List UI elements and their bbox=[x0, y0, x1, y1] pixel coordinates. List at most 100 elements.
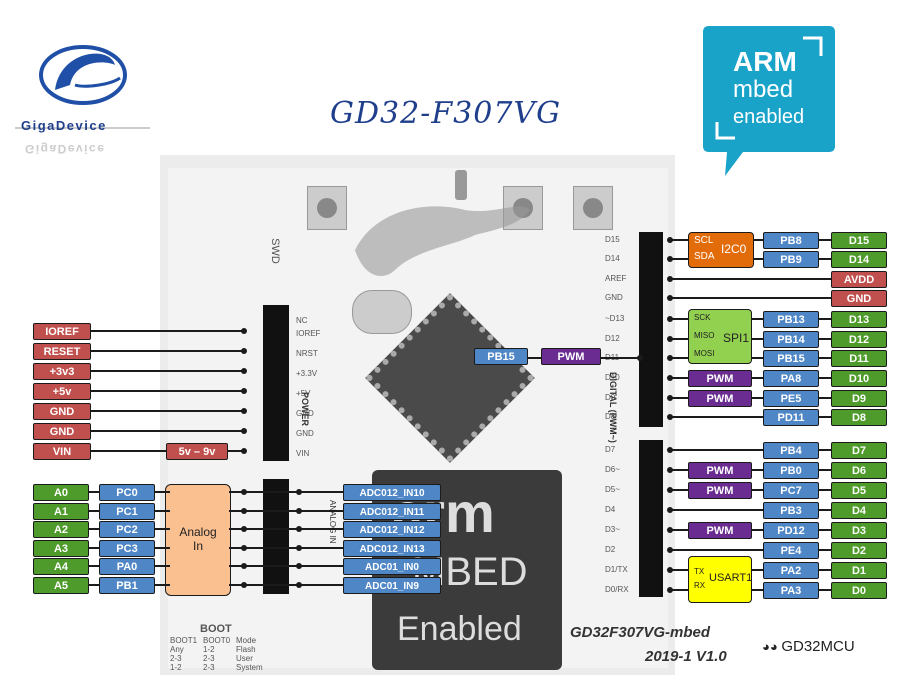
digital-port-pb4: PB4 bbox=[763, 442, 819, 459]
swd-label: SWD bbox=[268, 238, 281, 264]
reset-button[interactable] bbox=[307, 186, 347, 230]
analog-port-pc3: PC3 bbox=[99, 540, 155, 557]
analog-pin-a2: A2 bbox=[33, 521, 89, 538]
board-version: 2019-1 V1.0 bbox=[645, 648, 727, 665]
digital-port-pa3: PA3 bbox=[763, 582, 819, 599]
digital-connector bbox=[670, 549, 835, 551]
analog-connector-right bbox=[229, 510, 349, 512]
digital-silk-label: D5~ bbox=[605, 485, 620, 494]
digital-connector bbox=[670, 397, 835, 399]
power-silk-label: +3.3V bbox=[296, 369, 318, 378]
analog-dot bbox=[296, 508, 302, 514]
gigadevice-logo-icon bbox=[15, 30, 150, 140]
digital-port-pd11: PD11 bbox=[763, 409, 819, 426]
digital-pin-d1: D1 bbox=[831, 562, 887, 579]
digital-connector bbox=[670, 416, 835, 418]
digital-pin-d0: D0 bbox=[831, 582, 887, 599]
digital-pin-d6: D6 bbox=[831, 462, 887, 479]
digital-connector bbox=[670, 569, 835, 571]
power-pin-gnd: GND bbox=[33, 423, 91, 440]
boot-table-h2: BOOT0 bbox=[203, 636, 231, 645]
pb15-pwm-label: PWM bbox=[541, 348, 601, 365]
power-dot bbox=[241, 328, 247, 334]
spi-sck-label: SCK bbox=[694, 313, 711, 322]
power-pin-gnd: GND bbox=[33, 403, 91, 420]
boot-table-h3: Mode bbox=[236, 636, 257, 645]
analog-pin-a4: A4 bbox=[33, 558, 89, 575]
analog-pin-a3: A3 bbox=[33, 540, 89, 557]
analog-header bbox=[263, 479, 289, 594]
boot-cell: System bbox=[236, 663, 263, 672]
pwm-label: PWM bbox=[688, 390, 752, 407]
i2c-name: I2C0 bbox=[721, 242, 747, 256]
watermark-text: GD32MCU bbox=[781, 638, 855, 655]
analog-label: ANALOG IN bbox=[328, 500, 337, 544]
digital-connector bbox=[670, 469, 835, 471]
analog-adc-label: ADC01_IN0 bbox=[343, 558, 441, 575]
digital-connector bbox=[670, 318, 835, 320]
vin-range-label: 5v – 9v bbox=[166, 443, 228, 460]
brand-name: GigaDevice bbox=[21, 118, 107, 133]
analog-in-label-1: Analog bbox=[179, 525, 217, 539]
analog-port-pb1: PB1 bbox=[99, 577, 155, 594]
k2-button[interactable] bbox=[573, 186, 613, 230]
boot-cell: 1-2 bbox=[170, 663, 182, 672]
arm-badge-line3: enabled bbox=[733, 106, 805, 128]
analog-adc-label: ADC012_IN12 bbox=[343, 521, 441, 538]
usart-tx-label: TX bbox=[694, 567, 705, 576]
digital-pin-d7: D7 bbox=[831, 442, 887, 459]
power-connector bbox=[90, 390, 245, 392]
power-connector bbox=[90, 370, 245, 372]
power-silk-label: +5V bbox=[296, 389, 311, 398]
digital-label: DIGITAL (PWM~) bbox=[608, 372, 618, 443]
arm-badge-shape bbox=[703, 26, 835, 176]
analog-pin-a5: A5 bbox=[33, 577, 89, 594]
pwm-label: PWM bbox=[688, 522, 752, 539]
analog-pin-a0: A0 bbox=[33, 484, 89, 501]
boot-table-row: 2-3 2-3 User bbox=[170, 654, 280, 663]
arm-badge-line2: mbed bbox=[733, 76, 794, 103]
digital-port-pc7: PC7 bbox=[763, 482, 819, 499]
power-dot bbox=[241, 448, 247, 454]
digital-pin-d10: D10 bbox=[831, 370, 887, 387]
digital-silk-label: D7 bbox=[605, 445, 616, 454]
digital-high-header bbox=[639, 232, 663, 427]
digital-port-pd12: PD12 bbox=[763, 522, 819, 539]
boot-table: BOOT1 BOOT0 Mode Any 1-2 Flash 2-3 2-3 U… bbox=[170, 636, 280, 672]
analog-connector-right bbox=[229, 565, 349, 567]
i2c-scl-label: SCL bbox=[694, 235, 714, 246]
arm-mbed-badge: ARM mbed enabled bbox=[703, 26, 835, 178]
led-component bbox=[455, 170, 467, 200]
digital-connector bbox=[670, 278, 835, 280]
power-dot bbox=[241, 388, 247, 394]
digital-pin-d8: D8 bbox=[831, 409, 887, 426]
digital-port-pe4: PE4 bbox=[763, 542, 819, 559]
brand-reflection: GigaDevice bbox=[25, 142, 106, 156]
power-dot bbox=[241, 368, 247, 374]
pwm-label: PWM bbox=[688, 370, 752, 387]
analog-adc-label: ADC012_IN13 bbox=[343, 540, 441, 557]
analog-dot bbox=[296, 582, 302, 588]
reset-button-cap bbox=[317, 198, 337, 218]
digital-connector bbox=[670, 377, 835, 379]
analog-port-pc2: PC2 bbox=[99, 521, 155, 538]
power-pin-3v3: +3v3 bbox=[33, 363, 91, 380]
power-silk-label: GND bbox=[296, 429, 314, 438]
panther-silhouette-icon bbox=[355, 206, 530, 276]
power-pin-5v: +5v bbox=[33, 383, 91, 400]
i2c0-group: SCL SDA I2C0 bbox=[688, 232, 754, 268]
boot-table-row: 1-2 2-3 System bbox=[170, 663, 280, 672]
analog-dot bbox=[296, 563, 302, 569]
power-pin-ioref: IOREF bbox=[33, 323, 91, 340]
digital-connector bbox=[670, 338, 835, 340]
digital-silk-label: D0/RX bbox=[605, 585, 629, 594]
digital-pin-d2: D2 bbox=[831, 542, 887, 559]
digital-silk-label: D14 bbox=[605, 254, 620, 263]
usart1-group: TX RX USART1 bbox=[688, 556, 752, 603]
digital-connector bbox=[670, 449, 835, 451]
digital-pin-gnd: GND bbox=[831, 290, 887, 307]
digital-silk-label: D12 bbox=[605, 334, 620, 343]
digital-port-pb9: PB9 bbox=[763, 251, 819, 268]
boot-cell: Flash bbox=[236, 645, 256, 654]
boot-cell: 2-3 bbox=[203, 663, 215, 672]
